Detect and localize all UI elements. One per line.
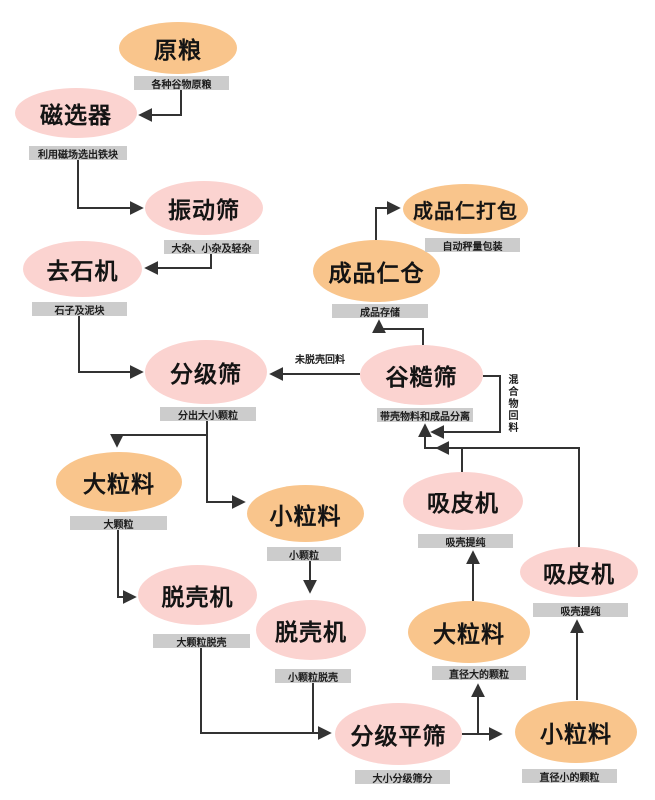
edge-rawgrain-to-magnet (138, 90, 182, 122)
node-finished-kernel-packing: 成品仁打包 (403, 184, 528, 234)
node-label: 吸皮机 (543, 561, 615, 587)
node-label: 磁选器 (40, 102, 112, 128)
node-desc-husk-aspirator-1: 吸壳提纯 (418, 534, 513, 549)
node-label: 成品仁打包 (413, 200, 518, 223)
node-label: 大粒料 (433, 621, 505, 647)
node-magnetic-separator: 磁选器 (15, 88, 137, 138)
edge-label-mixture-return: 混合物回料 (506, 374, 517, 434)
node-desc-dehuller-1: 大颗粒脱壳 (153, 634, 250, 649)
edge-grading-to-small1 (206, 421, 246, 509)
node-desc-finished-kernel-bin: 成品存储 (332, 304, 428, 319)
edge-paddy-mixture-return (430, 375, 501, 439)
node-dehuller-2: 脱壳机 (256, 600, 366, 660)
node-vibrating-screen: 振动筛 (145, 181, 263, 235)
node-destoner: 去石机 (23, 241, 142, 297)
edge-grading-to-large1 (110, 433, 207, 448)
node-grading-screen: 分级筛 (145, 340, 267, 404)
node-desc-grading-screen: 分出大小颗粒 (160, 407, 256, 422)
node-desc-dehuller-2: 小颗粒脱壳 (275, 669, 351, 684)
node-label: 振动筛 (168, 197, 240, 223)
node-label: 成品仁仓 (328, 260, 425, 286)
node-dehuller-1: 脱壳机 (138, 565, 257, 625)
node-desc-paddy-separator: 带壳物料和成品分离 (377, 408, 473, 423)
node-label: 吸皮机 (427, 490, 499, 516)
node-large-particles-2: 大粒料 (408, 601, 530, 663)
node-finished-kernel-bin: 成品仁仓 (313, 240, 440, 302)
node-label: 脱壳机 (275, 619, 347, 645)
node-desc-small-particles-2: 直径小的颗粒 (522, 769, 617, 784)
node-desc-finished-kernel-packing: 自动秤量包装 (425, 238, 520, 253)
node-label: 小粒料 (540, 721, 612, 747)
edge-label-unshelled-return: 未脱壳回料 (295, 355, 345, 366)
edge-return-to-paddy-label (418, 423, 438, 449)
node-raw-grain: 原粮 (119, 22, 237, 74)
node-label: 去石机 (46, 258, 119, 284)
node-desc-vibrating-screen: 大杂、小杂及轻杂 (164, 240, 259, 255)
node-small-particles-2: 小粒料 (515, 701, 637, 763)
node-husk-aspirator-2: 吸皮机 (520, 547, 638, 597)
node-large-particles-1: 大粒料 (56, 452, 182, 512)
node-label: 大粒料 (83, 471, 155, 497)
node-label: 脱壳机 (161, 584, 234, 610)
edge-destoner-to-grading (78, 316, 144, 379)
node-desc-grading-flat-screen: 大小分级筛分 (355, 770, 450, 785)
node-paddy-separator: 谷糙筛 (360, 345, 483, 405)
node-label: 分级筛 (170, 361, 242, 387)
node-desc-raw-grain: 各种谷物原粮 (134, 76, 229, 91)
edge-paddy-to-bin (372, 319, 424, 345)
node-desc-large-particles-1: 大颗粒 (70, 516, 167, 531)
node-desc-small-particles-1: 小颗粒 (267, 547, 341, 562)
node-grading-flat-screen: 分级平筛 (335, 703, 462, 765)
edge-magnet-to-vibrating (77, 160, 144, 215)
node-desc-magnetic-separator: 利用磁场选出铁块 (29, 146, 127, 161)
node-label: 小粒料 (269, 502, 342, 529)
edge-dehuller1-to-flatscreen (200, 648, 332, 740)
edge-aspirator2-return (435, 441, 580, 547)
edge-large1-to-dehuller1 (117, 530, 137, 604)
node-small-particles-1: 小粒料 (247, 485, 364, 542)
edge-vibrating-to-destoner (144, 254, 212, 275)
node-label: 谷糙筛 (385, 364, 458, 390)
node-desc-large-particles-2: 直径大的颗粒 (432, 666, 526, 681)
node-label: 分级平筛 (350, 723, 447, 749)
node-desc-husk-aspirator-2: 吸壳提纯 (533, 603, 628, 618)
edge-bin-to-packing (375, 201, 401, 240)
node-desc-destoner: 石子及泥块 (32, 302, 127, 317)
node-husk-aspirator-1: 吸皮机 (403, 472, 523, 530)
node-label: 原粮 (154, 37, 202, 63)
